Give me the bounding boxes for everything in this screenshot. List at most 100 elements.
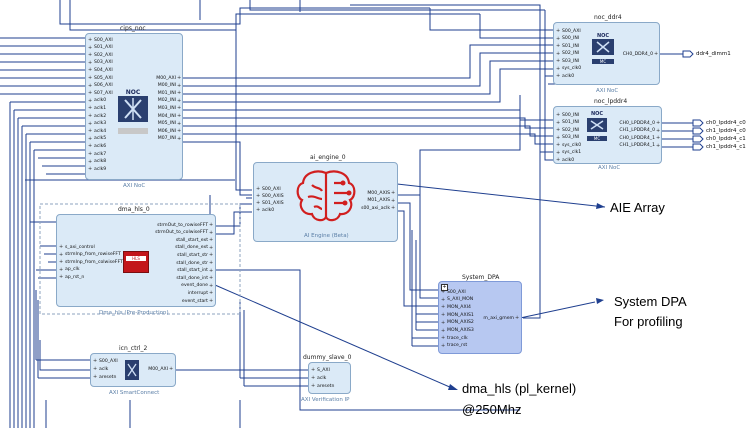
input-port[interactable]: S01_INI: [562, 43, 580, 49]
port-connector-icon[interactable]: +: [556, 35, 561, 42]
system-dpa-block[interactable]: + +S00_AXI+S_AXI_MON+MON_AXI4+MON_AXIS1+…: [438, 281, 522, 354]
input-port[interactable]: s_axi_control: [65, 244, 95, 250]
port-connector-icon[interactable]: +: [93, 366, 98, 372]
output-port[interactable]: stall_done_ext: [175, 245, 208, 251]
input-port[interactable]: MON_AXIS3: [447, 328, 474, 333]
output-port[interactable]: M00_AXI: [156, 75, 176, 81]
input-port[interactable]: aclk6: [94, 143, 107, 149]
output-port[interactable]: strmOut_to_rowiseFFT: [157, 222, 208, 228]
port-connector-icon[interactable]: +: [256, 207, 261, 213]
port-connector-icon[interactable]: +: [311, 383, 316, 389]
port-connector-icon[interactable]: +: [391, 190, 396, 196]
input-port[interactable]: strmInp_from_colwiseFFT: [65, 259, 123, 265]
input-port[interactable]: aclk5: [94, 136, 107, 142]
input-port[interactable]: trace_rst: [447, 343, 468, 349]
port-connector-icon[interactable]: +: [177, 105, 182, 112]
output-port[interactable]: CH0_LPDDR4_1: [619, 135, 655, 141]
port-connector-icon[interactable]: +: [556, 43, 561, 49]
lpddr-external-port[interactable]: ch1_lpddr4_c1: [706, 144, 746, 150]
port-connector-icon[interactable]: +: [88, 90, 93, 97]
input-port[interactable]: MON_AXI4: [447, 304, 471, 310]
port-connector-icon[interactable]: +: [59, 266, 64, 273]
port-connector-icon[interactable]: +: [177, 97, 182, 104]
port-connector-icon[interactable]: +: [654, 51, 659, 57]
port-connector-icon[interactable]: +: [88, 113, 93, 119]
port-connector-icon[interactable]: +: [88, 166, 93, 173]
input-port[interactable]: aclk: [99, 366, 109, 372]
output-port[interactable]: M00_AXI: [148, 366, 168, 372]
port-connector-icon[interactable]: +: [59, 251, 64, 258]
port-connector-icon[interactable]: +: [88, 143, 93, 150]
input-port[interactable]: aresetn: [317, 383, 335, 389]
output-port[interactable]: M02_INI: [157, 98, 176, 104]
input-port[interactable]: S00_AXI: [447, 289, 466, 295]
port-connector-icon[interactable]: +: [177, 113, 182, 119]
input-port[interactable]: aclk0: [562, 73, 575, 79]
collapse-toggle-icon[interactable]: +: [441, 284, 448, 291]
input-port[interactable]: MON_AXIS1: [447, 312, 474, 318]
noc-lpddr4-block[interactable]: noc_lpddr4 +S00_INI+S01_INI+S02_INI+S03_…: [553, 98, 662, 171]
port-connector-icon[interactable]: +: [88, 44, 93, 51]
dma-hls-block[interactable]: +s_axi_control+strmInp_from_rowiseFFT+st…: [56, 214, 216, 316]
output-port[interactable]: M01_AXIS: [367, 198, 390, 203]
input-port[interactable]: aclk7: [94, 151, 107, 157]
port-connector-icon[interactable]: +: [556, 134, 561, 141]
input-port[interactable]: aclk0: [562, 157, 575, 163]
port-connector-icon[interactable]: +: [209, 244, 214, 251]
input-port[interactable]: S01_INI: [562, 120, 580, 125]
port-connector-icon[interactable]: +: [88, 128, 93, 135]
input-port[interactable]: aclk4: [94, 128, 107, 134]
input-port[interactable]: S03_INI: [562, 58, 580, 64]
port-connector-icon[interactable]: +: [59, 244, 64, 250]
input-port[interactable]: S00_AXI: [99, 358, 118, 364]
input-port[interactable]: MON_AXIS2: [447, 320, 474, 326]
input-port[interactable]: S07_AXI: [94, 90, 113, 96]
port-connector-icon[interactable]: +: [88, 120, 93, 127]
port-connector-icon[interactable]: +: [311, 367, 316, 373]
input-port[interactable]: S02_INI: [562, 127, 580, 133]
port-connector-icon[interactable]: +: [88, 37, 93, 43]
output-port[interactable]: CH1_LPDDR4_1: [619, 143, 655, 148]
input-port[interactable]: trace_clk: [447, 335, 468, 341]
port-connector-icon[interactable]: +: [169, 366, 174, 372]
input-port[interactable]: sys_clk1: [562, 150, 582, 155]
output-port[interactable]: stall_start_ext: [175, 237, 208, 243]
port-connector-icon[interactable]: +: [656, 120, 661, 126]
input-port[interactable]: S00_AXI: [94, 37, 113, 43]
port-connector-icon[interactable]: +: [441, 304, 446, 311]
port-connector-icon[interactable]: +: [177, 75, 182, 81]
port-connector-icon[interactable]: +: [556, 50, 561, 57]
port-connector-icon[interactable]: +: [177, 90, 182, 97]
port-connector-icon[interactable]: +: [59, 274, 64, 280]
port-connector-icon[interactable]: +: [88, 67, 93, 74]
lpddr-external-port[interactable]: ch0_lpddr4_c1: [706, 136, 746, 142]
port-connector-icon[interactable]: +: [88, 151, 93, 157]
port-connector-icon[interactable]: +: [441, 342, 446, 349]
output-port[interactable]: CH1_LPDDR4_0: [619, 128, 655, 133]
port-connector-icon[interactable]: +: [209, 298, 214, 304]
port-connector-icon[interactable]: +: [556, 142, 561, 148]
output-port[interactable]: M07_INI: [157, 136, 176, 142]
port-connector-icon[interactable]: +: [209, 275, 214, 282]
input-port[interactable]: aclk9: [94, 166, 107, 172]
output-port[interactable]: stall_start_int: [177, 268, 208, 274]
port-connector-icon[interactable]: +: [656, 142, 661, 149]
smartconnect-block[interactable]: icn_ctrl_2 +S00_AXI+aclk+aresetn +M00_AX…: [90, 345, 176, 396]
lpddr-external-port[interactable]: ch0_lpddr4_c0: [706, 120, 746, 126]
input-port[interactable]: aclk3: [94, 121, 107, 127]
input-port[interactable]: sys_clk0: [562, 66, 582, 71]
port-connector-icon[interactable]: +: [441, 296, 446, 303]
input-port[interactable]: S02_INI: [562, 51, 580, 56]
port-connector-icon[interactable]: +: [209, 290, 214, 297]
port-connector-icon[interactable]: +: [93, 358, 98, 364]
port-connector-icon[interactable]: +: [256, 200, 261, 206]
output-port[interactable]: M05_INI: [157, 121, 176, 127]
input-port[interactable]: S04_AXI: [94, 67, 113, 73]
output-port[interactable]: M00_INI: [157, 83, 176, 89]
port-connector-icon[interactable]: +: [441, 335, 446, 342]
port-connector-icon[interactable]: +: [88, 105, 93, 112]
output-port[interactable]: M06_INI: [157, 128, 176, 134]
port-connector-icon[interactable]: +: [88, 52, 93, 59]
output-port[interactable]: M04_INI: [157, 113, 176, 119]
input-port[interactable]: S00_AXI: [262, 186, 281, 192]
